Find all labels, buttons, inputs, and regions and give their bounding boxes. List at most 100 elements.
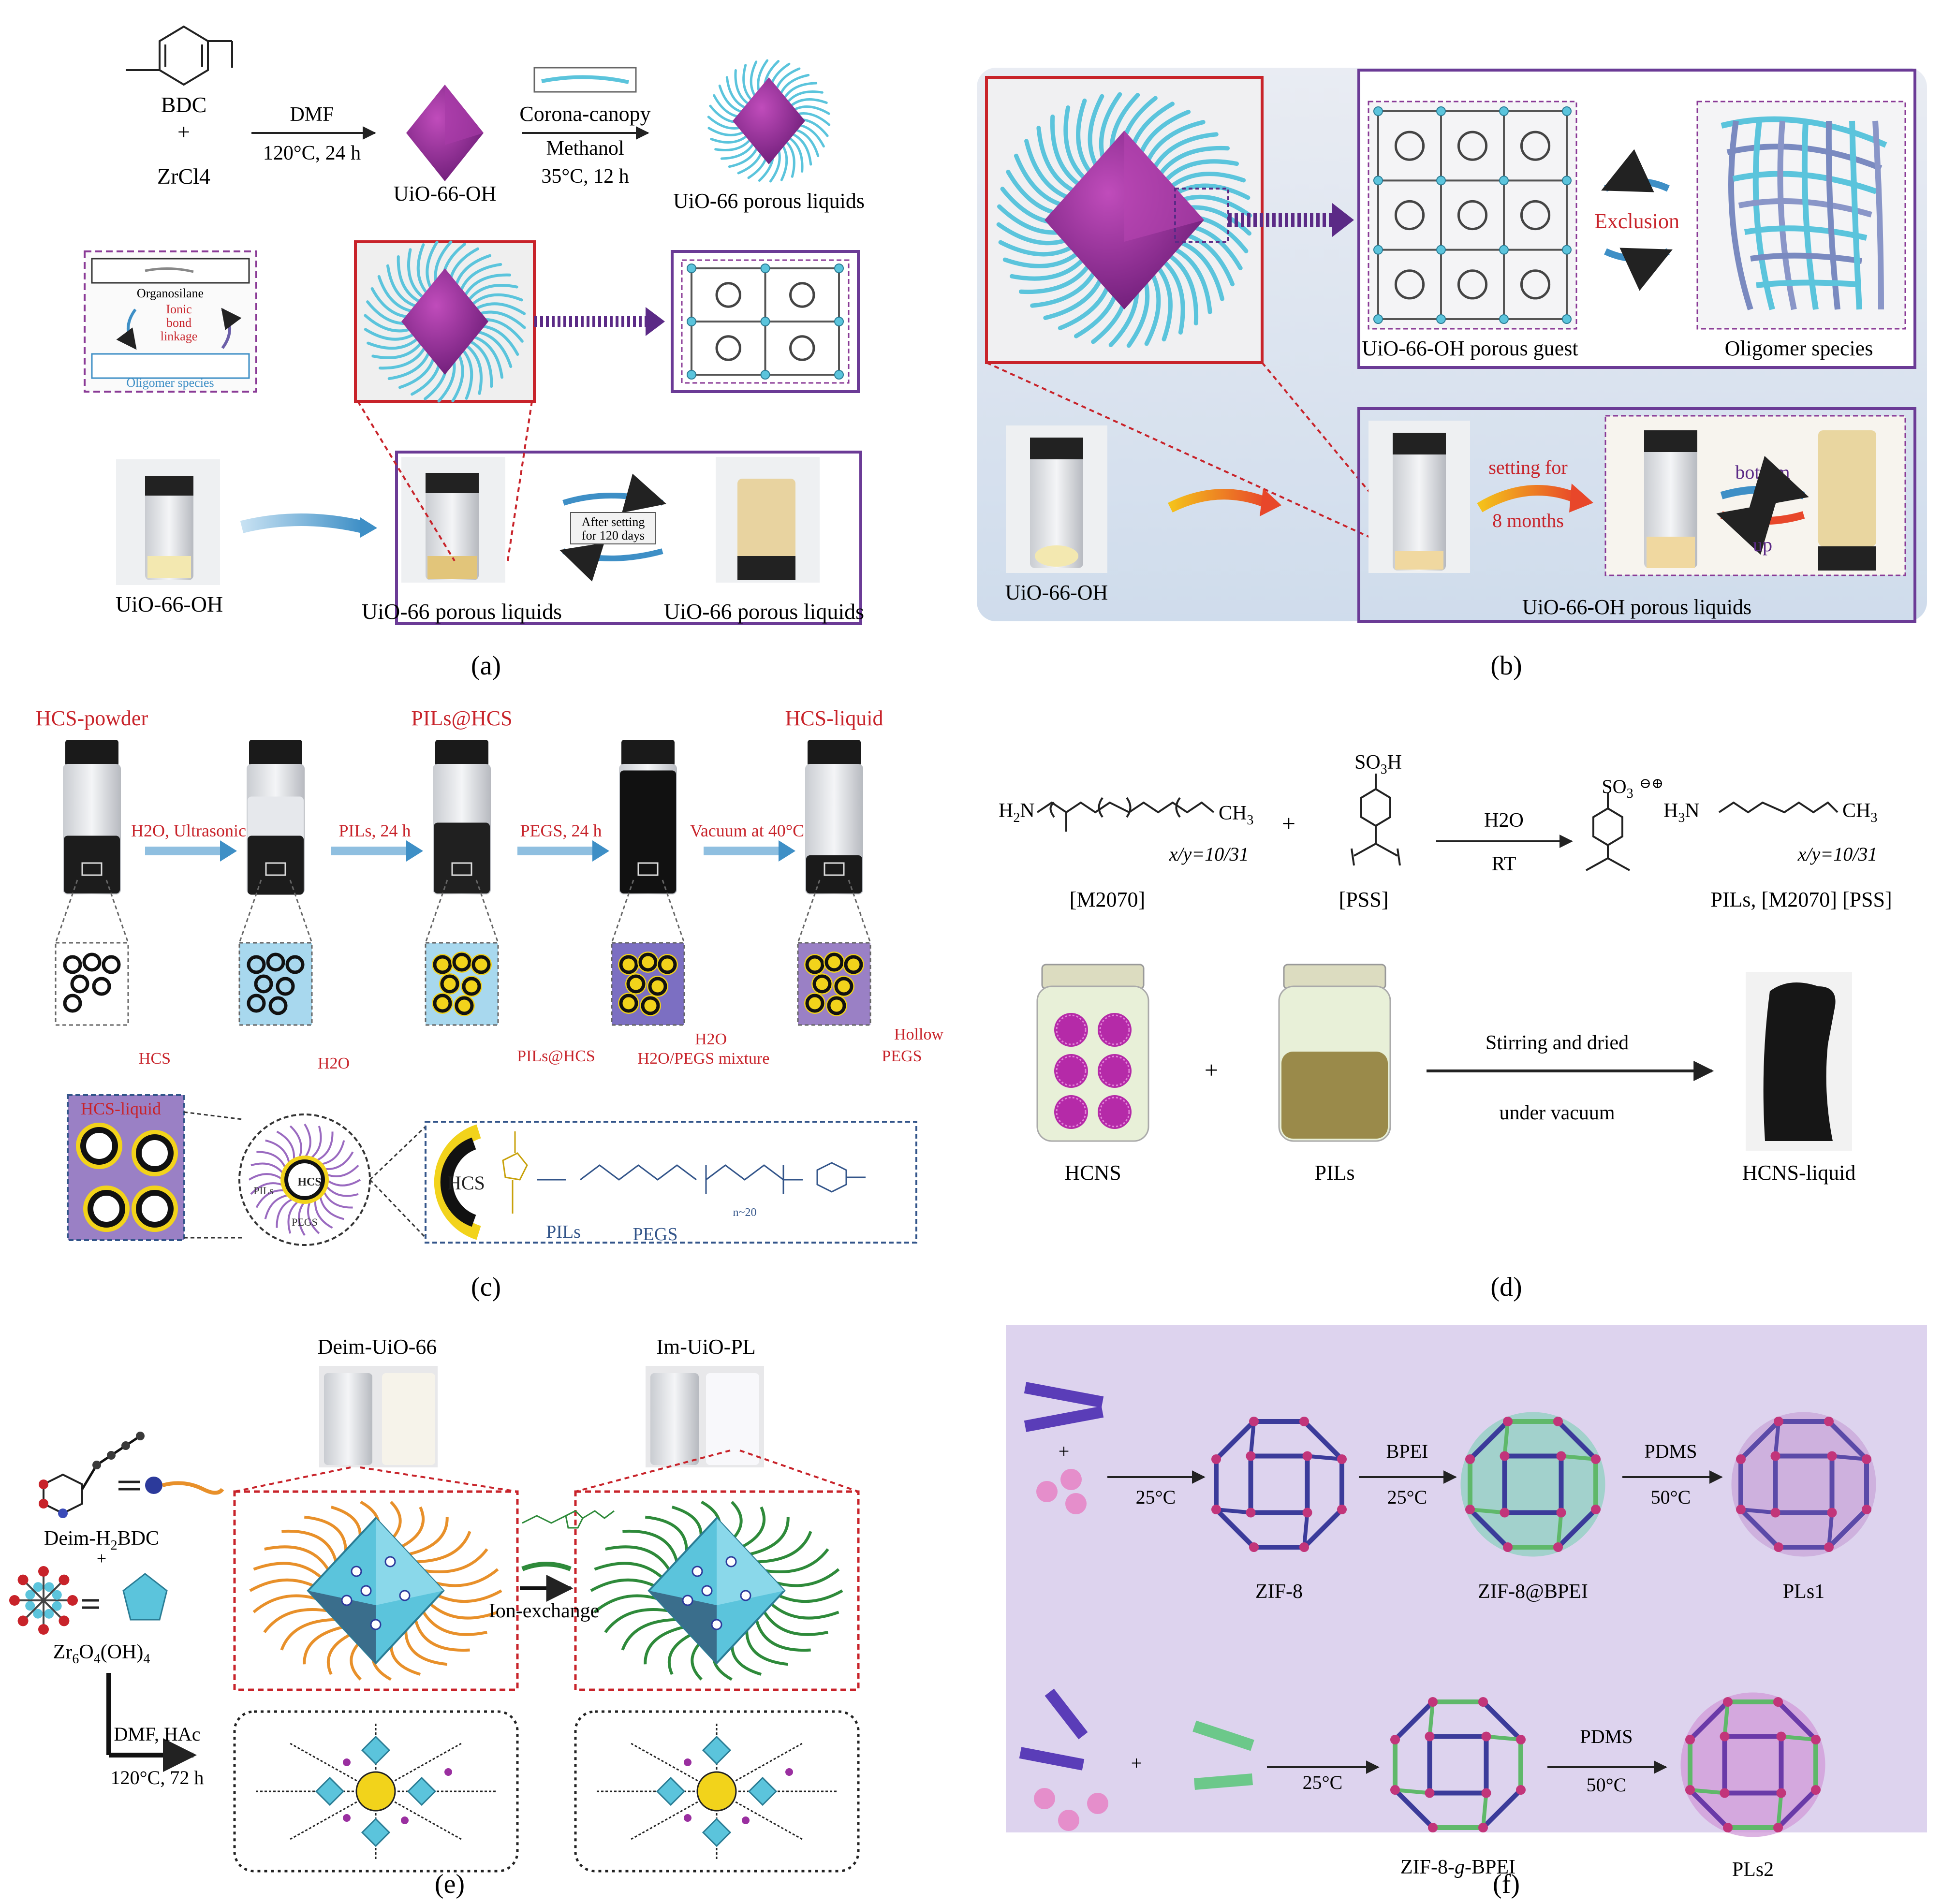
mof-face-dark <box>649 1591 717 1663</box>
mof-tail <box>415 1531 471 1564</box>
e-condition-2: 120°C, 72 h <box>111 1767 204 1788</box>
e-zoom-line-2 <box>360 1466 518 1493</box>
settle-arrow-top <box>562 473 667 513</box>
zr-node <box>1436 106 1446 116</box>
annot-hcs: HCS <box>139 1050 171 1068</box>
organosilane-label: Organosilane <box>137 286 204 300</box>
pegs-chain <box>315 1131 334 1162</box>
zoom-line-right <box>507 401 533 561</box>
node-sbu <box>361 1735 391 1765</box>
pegs-chain <box>250 1182 284 1195</box>
f-row1-cond1: 25°C <box>1136 1486 1176 1508</box>
exclusion-arrow-left <box>1601 149 1670 192</box>
cage-vertex <box>1299 1417 1309 1426</box>
hollow-sphere <box>276 977 295 996</box>
zr-node <box>1373 245 1383 255</box>
chemistry-zoom <box>425 1121 917 1244</box>
cage-vertex <box>1862 1454 1871 1464</box>
e-condition-1: DMF, HAc <box>114 1723 200 1745</box>
cage-edge <box>1739 1508 1780 1549</box>
cage-strut <box>1556 1512 1563 1548</box>
mof-tail <box>763 1548 829 1573</box>
oligomer-mesh-icon <box>1721 116 1887 310</box>
zr-node <box>1373 106 1383 116</box>
step1-condition: 120°C, 24 h <box>263 142 361 164</box>
zr-node <box>760 317 770 326</box>
cluster-oxygen <box>17 1574 29 1585</box>
cage-vertex <box>1720 1788 1730 1798</box>
vial-contents <box>64 835 120 893</box>
cage-vertex <box>1425 1731 1435 1742</box>
pils-bottle-label: PILs <box>1314 1161 1354 1185</box>
cage-vertex <box>1591 1454 1601 1464</box>
cage-vertex <box>1481 1788 1491 1798</box>
pegs-chain <box>307 1200 320 1234</box>
zr-node <box>834 370 844 380</box>
hcns-sphere <box>1054 1095 1088 1129</box>
linker-rod-4 <box>1019 1747 1085 1771</box>
node-ion <box>343 1814 351 1822</box>
vial-contents <box>434 822 490 893</box>
hollow-sphere <box>266 952 285 972</box>
step-label: PILs, 24 h <box>338 821 411 840</box>
hollow-sphere <box>658 955 677 974</box>
f-row1-reagent2: BPEI <box>1386 1440 1428 1462</box>
mof-cation <box>691 1566 703 1577</box>
mof-cation <box>711 1619 722 1630</box>
zif8-g-bpei-cage-icon <box>1390 1697 1526 1832</box>
cage-edge <box>1827 1420 1868 1461</box>
mof-cation <box>682 1595 693 1606</box>
cage-strut <box>1722 1701 1730 1737</box>
step-label: Vacuum at 40°C <box>690 821 804 840</box>
cluster-zr <box>44 1609 54 1619</box>
porous-liquid-particle-icon <box>707 59 831 183</box>
pss-so3h: SO3H <box>1354 751 1402 777</box>
cage-vertex <box>1246 1508 1256 1518</box>
linker-ring <box>1394 131 1425 161</box>
framework-lattice-icon <box>687 264 844 380</box>
cage-vertex <box>1723 1697 1733 1707</box>
cage-vertex <box>1516 1785 1526 1795</box>
vial-e-4 <box>706 1373 759 1465</box>
linker-label: Deim-H2BDC <box>44 1527 159 1553</box>
oligomer-strand <box>1872 120 1884 310</box>
cage-strut <box>1561 1454 1596 1461</box>
linker-rod-2 <box>1024 1406 1104 1432</box>
node-sbu <box>748 1776 778 1806</box>
pegs-shell-label: PEGS <box>292 1216 318 1228</box>
pegs-chain <box>276 1198 294 1228</box>
node-chain <box>375 1743 462 1792</box>
mof-tail <box>746 1517 790 1556</box>
setting-line-2: 8 months <box>1492 510 1564 531</box>
pil-product-label: PILs, [M2070] [PSS] <box>1710 888 1892 911</box>
linker-ring <box>1520 200 1551 231</box>
node-chain <box>375 1790 462 1840</box>
hcns-sphere-ring <box>1056 1097 1087 1128</box>
linker-ring <box>1457 269 1488 300</box>
m2070-label: [M2070] <box>1070 888 1145 911</box>
cage-edge <box>1776 1700 1818 1742</box>
bpei-rod-2 <box>1194 1773 1253 1790</box>
vial-photo-b1 <box>1030 438 1083 568</box>
node-chain <box>631 1743 717 1792</box>
cage-vertex <box>1556 1451 1566 1461</box>
vial-contents <box>620 770 676 893</box>
zoom-guide <box>797 879 821 943</box>
linker-rod-1 <box>1024 1382 1104 1408</box>
node-ion <box>444 1768 452 1776</box>
oligomer-strand <box>1728 120 1753 310</box>
bottom-label: bottom <box>1735 461 1790 483</box>
settle-line-1: After setting <box>582 515 645 529</box>
mof-tail <box>280 1618 336 1651</box>
cluster-zr <box>33 1582 43 1592</box>
mof-tail <box>755 1619 811 1652</box>
pegs-chain <box>276 1130 295 1161</box>
hollow-sphere <box>638 952 658 972</box>
guest-box <box>1368 101 1577 330</box>
node-ion <box>684 1814 691 1822</box>
step-arrow-head <box>406 840 423 862</box>
mof-tail <box>767 1600 839 1620</box>
exclusion-arrow-right <box>1604 248 1673 291</box>
